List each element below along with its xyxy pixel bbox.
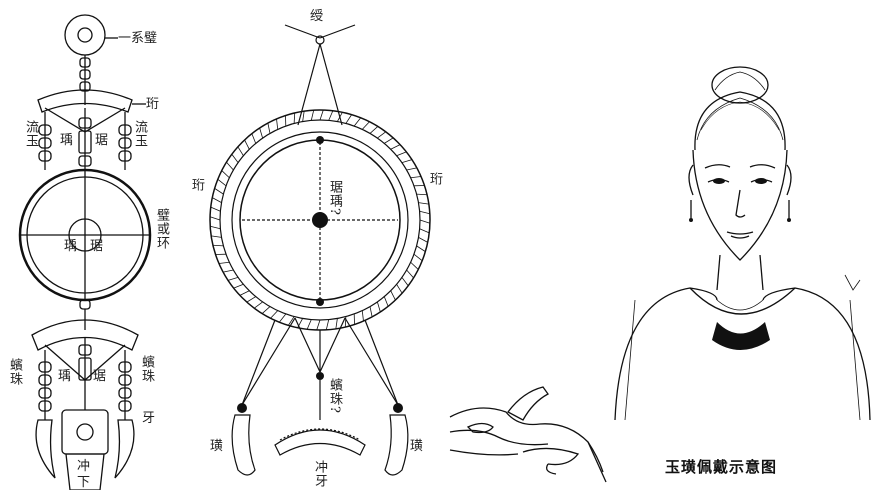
ring-hatch-mark bbox=[420, 220, 430, 223]
ring-hatch-mark bbox=[213, 245, 223, 246]
ring-hatch-mark bbox=[362, 122, 369, 130]
label-ya: 牙 bbox=[142, 412, 155, 425]
ring-hatch-mark bbox=[218, 179, 226, 186]
ring-hatch-mark bbox=[247, 297, 256, 303]
pendant-diagram-center: 绶 珩 珩 琚瑀? 蠙珠? 璜 璜 冲牙 bbox=[180, 0, 455, 490]
ring-hatch-mark bbox=[254, 302, 262, 308]
ring-hatch-mark bbox=[336, 318, 338, 328]
ring-hatch-mark bbox=[307, 320, 311, 330]
ring-hatch-mark bbox=[377, 132, 385, 138]
ring-hatch-mark bbox=[370, 126, 378, 133]
hand-sketch bbox=[448, 372, 608, 490]
ring-hatch-mark bbox=[402, 160, 412, 163]
label-center-yu: 瑀 bbox=[64, 240, 77, 253]
label-bin-right: 蠙珠 bbox=[140, 355, 153, 383]
hand-sketch-drawing bbox=[448, 372, 608, 490]
ring-hatch-mark bbox=[223, 270, 233, 272]
ring-hatch-mark bbox=[326, 320, 328, 330]
ring-hatch-mark bbox=[420, 211, 430, 213]
label-juyu: 琚瑀? bbox=[328, 180, 341, 216]
ring-hatch-mark bbox=[279, 314, 286, 322]
label-bin-left: 蠙珠 bbox=[8, 358, 21, 386]
label-center-ju: 琚 bbox=[90, 240, 103, 253]
ring-hatch-mark bbox=[320, 110, 323, 120]
ring-hatch-mark bbox=[228, 277, 238, 280]
ring-hatch-mark bbox=[346, 115, 352, 124]
ring-hatch-mark bbox=[215, 188, 224, 194]
label-shou: 绶 bbox=[310, 10, 323, 23]
label-huang-right: 璜 bbox=[410, 440, 423, 453]
ring-hatch-mark bbox=[370, 307, 372, 317]
ring-hatch-mark bbox=[303, 111, 305, 121]
ring-hatch-mark bbox=[411, 177, 421, 178]
ring-hatch-mark bbox=[311, 110, 313, 120]
label-liu-right: 流玉 bbox=[133, 120, 146, 148]
pendant-diagram-center-drawing bbox=[180, 0, 455, 490]
label-ju2: 琚 bbox=[93, 370, 106, 383]
ring-hatch-mark bbox=[277, 119, 278, 129]
ring-hatch-mark bbox=[317, 320, 320, 330]
ring-hatch-mark bbox=[210, 226, 220, 228]
ring-hatch-mark bbox=[212, 198, 221, 203]
label-chongya: 冲牙 bbox=[313, 460, 326, 488]
label-xi-bi: 一系璧 bbox=[118, 32, 157, 45]
label-xia: 下 bbox=[77, 476, 90, 489]
ring-hatch-mark bbox=[240, 291, 249, 296]
label-bi-huan: 璧或环 bbox=[155, 208, 168, 250]
label-yu: 瑀 bbox=[60, 134, 73, 147]
ring-hatch-mark bbox=[377, 302, 380, 312]
ring-hatch-mark bbox=[211, 207, 221, 211]
ring-hatch-mark bbox=[222, 171, 230, 178]
ring-hatch-mark bbox=[397, 152, 407, 156]
label-heng-left: 珩 bbox=[190, 178, 203, 192]
ring-hatch-mark bbox=[397, 284, 403, 293]
ring-hatch-mark bbox=[226, 162, 233, 170]
ring-hatch-mark bbox=[407, 168, 417, 170]
ring-hatch-mark bbox=[417, 246, 426, 252]
ring-hatch-mark bbox=[252, 134, 256, 144]
ring-hatch-mark bbox=[418, 203, 428, 205]
ring-hatch-mark bbox=[329, 111, 333, 121]
ring-hatch-mark bbox=[411, 262, 419, 269]
ring-hatch-mark bbox=[232, 154, 238, 162]
ring-hatch-mark bbox=[268, 123, 270, 133]
label-ju: 琚 bbox=[95, 134, 108, 147]
figure-caption: 玉璜佩戴示意图 bbox=[665, 456, 777, 477]
ring-hatch-mark bbox=[384, 138, 393, 144]
ring-hatch-mark bbox=[260, 128, 263, 138]
ring-hatch-mark bbox=[294, 113, 295, 123]
label-huang-left: 璜 bbox=[210, 440, 223, 453]
pendant-diagram-left: 一系璧 珩 流玉 流玉 瑀 琚 璧或环 瑀 琚 蠙珠 蠙珠 瑀 琚 牙 冲 下 bbox=[0, 0, 200, 490]
label-chong: 冲 bbox=[77, 460, 90, 473]
ring-hatch-mark bbox=[407, 270, 414, 278]
ring-hatch-mark bbox=[391, 291, 396, 300]
ring-hatch-mark bbox=[402, 277, 408, 285]
ring-hatch-mark bbox=[262, 307, 270, 314]
ring-hatch-mark bbox=[384, 297, 388, 307]
ring-hatch-mark bbox=[337, 112, 342, 121]
woman-illustration-drawing bbox=[605, 0, 881, 490]
ring-hatch-mark bbox=[210, 217, 220, 220]
ring-hatch-mark bbox=[354, 118, 361, 126]
ring-hatch-mark bbox=[417, 194, 427, 195]
label-heng-right: 珩 bbox=[428, 172, 441, 186]
label-heng: 珩 bbox=[146, 98, 159, 111]
ring-hatch-mark bbox=[211, 236, 221, 238]
ring-hatch-mark bbox=[219, 262, 229, 263]
label-binzhu: 蠙珠? bbox=[328, 378, 341, 414]
woman-illustration: 玉璜佩戴示意图 bbox=[605, 0, 881, 490]
ring-hatch-mark bbox=[238, 147, 244, 156]
ring-hatch-mark bbox=[391, 145, 400, 150]
ring-hatch-mark bbox=[414, 254, 422, 261]
ring-hatch-mark bbox=[420, 229, 430, 233]
ring-hatch-mark bbox=[362, 311, 363, 321]
ring-hatch-mark bbox=[418, 237, 427, 242]
label-yu2: 瑀 bbox=[58, 370, 71, 383]
ring-hatch-mark bbox=[234, 284, 244, 288]
ring-hatch-mark bbox=[271, 311, 278, 319]
label-liu-left: 流玉 bbox=[24, 120, 37, 148]
ring-hatch-mark bbox=[245, 140, 250, 149]
